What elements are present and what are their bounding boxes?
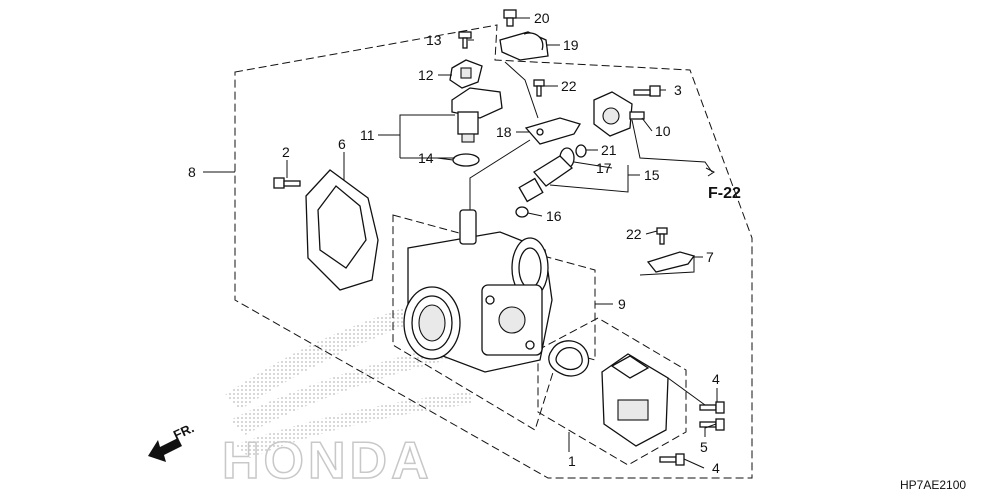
throttle-body: [403, 209, 553, 373]
sensor-11: [451, 87, 503, 143]
callout-2: 2: [282, 144, 290, 160]
group-frame-1: [537, 317, 687, 466]
bolt-3: [633, 85, 661, 97]
callout-17: 17: [596, 160, 612, 176]
callout-9: 9: [618, 296, 626, 312]
bolt-20: [503, 9, 517, 27]
diagram-code: HP7AE2100: [900, 478, 966, 492]
callout-7: 7: [706, 249, 714, 265]
bolt-22-lower: [656, 227, 668, 245]
callout-12: 12: [418, 67, 434, 83]
screw-13: [458, 31, 472, 49]
callout-21: 21: [601, 142, 617, 158]
seal-12: [449, 59, 483, 89]
callout-19: 19: [563, 37, 579, 53]
seal-16: [515, 206, 529, 218]
callout-14: 14: [418, 150, 434, 166]
sensor-10: [593, 91, 645, 137]
callout-6: 6: [338, 136, 346, 152]
front-marker-label: FR.: [171, 420, 196, 442]
gasket-ring: [548, 340, 590, 377]
callout-4-lower: 4: [712, 460, 720, 476]
bolt-2: [273, 177, 301, 189]
honda-wing-watermark: [225, 300, 472, 458]
callout-22-upper: 22: [561, 78, 577, 94]
callout-3: 3: [674, 82, 682, 98]
callout-10: 10: [655, 123, 671, 139]
bolt-4-upper: [699, 401, 725, 414]
bracket-18: [524, 117, 581, 145]
callout-20: 20: [534, 10, 550, 26]
honda-watermark-text: HONDA: [222, 432, 433, 490]
callout-18: 18: [496, 124, 512, 140]
plate-7: [646, 251, 696, 273]
o-ring-14: [452, 153, 480, 167]
callout-16: 16: [546, 208, 562, 224]
group-frame-9: [392, 214, 596, 431]
callout-8: 8: [188, 164, 196, 180]
callout-11: 11: [360, 127, 375, 143]
cover-6: [305, 169, 379, 291]
callout-13: 13: [426, 32, 442, 48]
clamp-19: [499, 31, 549, 61]
callout-4-upper: 4: [712, 371, 720, 387]
sensor-unit-1: [601, 353, 669, 447]
callout-labels: 1 2 3 4 4 5 6 7 8 9 10 11 12 13 14 15 16…: [188, 10, 720, 476]
o-ring-21: [575, 144, 587, 158]
group-frame-8: [234, 24, 753, 479]
bolt-22-top: [533, 79, 545, 97]
front-arrow-icon: [148, 438, 182, 462]
callout-1: 1: [568, 453, 576, 469]
reference-f22: F-22: [708, 185, 741, 202]
bolt-4-lower: [659, 453, 685, 466]
callout-15: 15: [644, 167, 660, 183]
callout-5: 5: [700, 439, 708, 455]
leader-lines: [203, 17, 718, 469]
callout-22-lower: 22: [626, 226, 642, 242]
bolt-5: [699, 418, 725, 431]
injector-15: [518, 147, 575, 203]
